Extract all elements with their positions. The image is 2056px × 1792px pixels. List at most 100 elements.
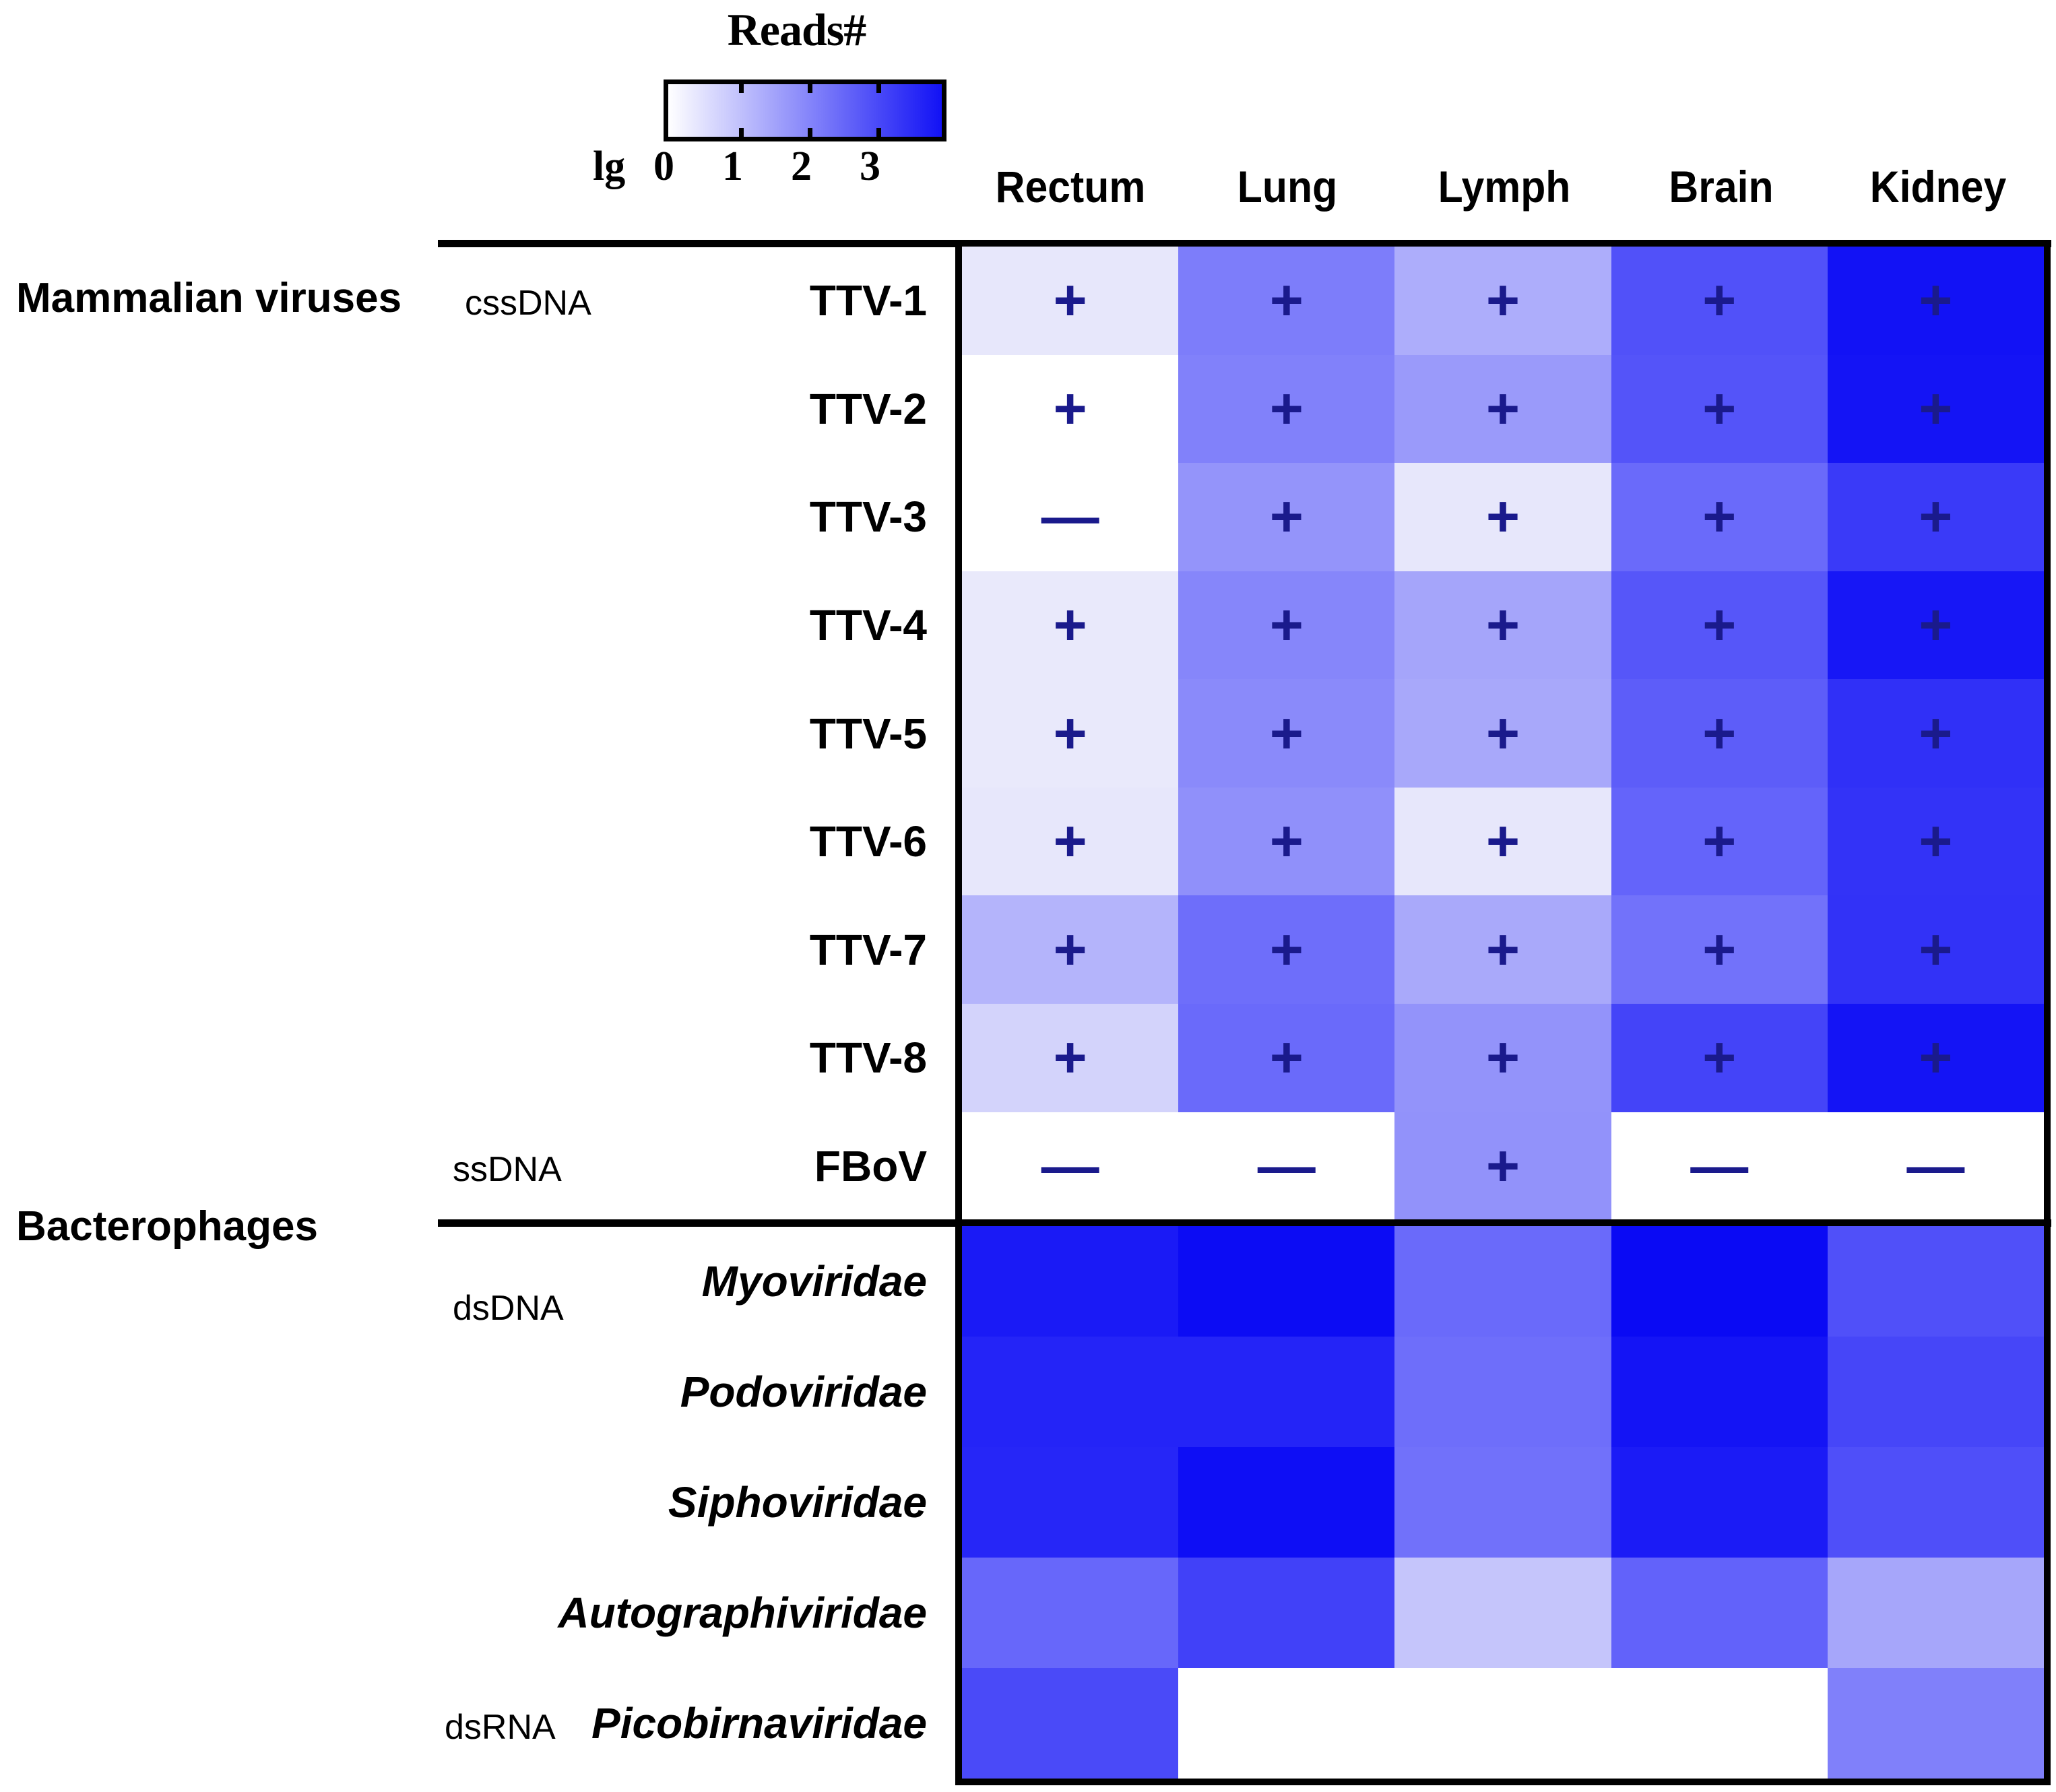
- heatmap-cell-ttv-7-lymph: +: [1394, 895, 1611, 1004]
- heatmap-cell-ttv-3-kidney: +: [1827, 463, 2045, 571]
- colorbar-tick-label-3: 3: [860, 143, 880, 189]
- column-header-lung: Lung: [1237, 162, 1338, 212]
- colorbar-log-label: lg: [593, 143, 626, 189]
- heatmap-row-ttv-3: —++++: [962, 463, 2045, 571]
- heatmap-cell-podoviridae-lung: [1178, 1337, 1395, 1447]
- cell-symbol-plus: +: [1485, 701, 1520, 766]
- cell-symbol-plus: +: [1919, 809, 1953, 874]
- heatmap-cell-autographiviridae-lymph: [1394, 1558, 1611, 1668]
- heatmap-row-podoviridae: [962, 1337, 2045, 1447]
- heatmap-cell-ttv-4-rectum: +: [962, 571, 1179, 680]
- heatmap-cell-picobirnaviridae-brain: [1611, 1668, 1828, 1779]
- heatmap-cell-myoviridae-rectum: [962, 1226, 1179, 1337]
- colorbar-tick-bottom-1: [739, 128, 744, 141]
- heatmap-cell-podoviridae-kidney: [1827, 1337, 2045, 1447]
- row-label-ttv-3: TTV-3: [809, 492, 927, 542]
- heatmap-cell-ttv-5-brain: +: [1611, 679, 1828, 788]
- heatmap-cell-myoviridae-lymph: [1394, 1226, 1611, 1337]
- cell-symbol-minus: —: [1690, 1133, 1749, 1198]
- heatmap-row-ttv-7: + + + + +: [962, 895, 2045, 1004]
- cell-symbol-plus: +: [1485, 809, 1520, 874]
- heatmap-row-ttv-4: +++++: [962, 571, 2045, 680]
- cell-symbol-plus: +: [1702, 376, 1737, 441]
- cell-symbol-plus: +: [1053, 592, 1087, 658]
- heatmap-cell-ttv-8-kidney: +: [1827, 1003, 2045, 1112]
- heatmap-cell-ttv-7-brain: +: [1611, 895, 1828, 1004]
- heatmap-cell-ttv-2-rectum: +: [962, 354, 1179, 463]
- cell-symbol-plus: +: [1485, 917, 1520, 982]
- heatmap-cell-ttv-8-lymph: +: [1394, 1003, 1611, 1112]
- cell-symbol-plus: +: [1269, 1025, 1304, 1091]
- cell-symbol-plus: +: [1269, 376, 1304, 441]
- cell-symbol-plus: +: [1269, 809, 1304, 874]
- heatmap-cell-ttv-5-lung: +: [1178, 679, 1395, 788]
- genome-type-cssdna: cssDNA: [465, 284, 591, 323]
- cell-symbol-plus: +: [1485, 1025, 1520, 1091]
- cell-symbol-plus: +: [1269, 484, 1304, 550]
- cell-symbol-plus: +: [1053, 701, 1087, 766]
- heatmap-cell-podoviridae-lymph: [1394, 1337, 1611, 1447]
- heatmap-cell-ttv-8-rectum: +: [962, 1003, 1179, 1112]
- row-label-podoviridae: Podoviridae: [680, 1368, 927, 1416]
- cell-symbol-plus: +: [1702, 701, 1737, 766]
- heatmap-cell-fbov-lung: —: [1178, 1112, 1395, 1221]
- group-label-bacterophages: Bacterophages: [16, 1203, 318, 1250]
- cell-symbol-plus: +: [1053, 917, 1087, 982]
- colorbar-tick-top-2: [808, 79, 812, 93]
- genome-type-ssdna: ssDNA: [453, 1150, 562, 1189]
- heatmap-cell-fbov-rectum: —: [962, 1112, 1179, 1221]
- heatmap-cell-myoviridae-kidney: [1827, 1226, 2045, 1337]
- heatmap-panel-mammalian-viruses: ++++++++++—+++++++++++++++++++++++++++++…: [955, 240, 2051, 1227]
- heatmap-cell-ttv-1-rectum: +: [962, 247, 1179, 355]
- heatmap-cell-podoviridae-brain: [1611, 1337, 1828, 1447]
- cell-symbol-plus: +: [1053, 268, 1087, 333]
- heatmap-row-ttv-1: +++++: [962, 247, 2045, 355]
- colorbar-tick-top-1: [739, 79, 744, 93]
- heatmap-cell-picobirnaviridae-lung: [1178, 1668, 1395, 1779]
- heatmap-cell-ttv-2-brain: +: [1611, 354, 1828, 463]
- colorbar-tick-label-2: 2: [791, 143, 812, 189]
- cell-symbol-plus: +: [1485, 268, 1520, 333]
- row-label-autographiviridae: Autographiviridae: [558, 1589, 927, 1637]
- cell-symbol-plus: +: [1919, 917, 1953, 982]
- heatmap-cell-ttv-3-lymph: +: [1394, 463, 1611, 571]
- cell-symbol-minus: —: [1041, 1133, 1099, 1198]
- cell-symbol-plus: +: [1485, 592, 1520, 658]
- heatmap-cell-ttv-8-lung: +: [1178, 1003, 1395, 1112]
- heatmap-row-ttv-5: +++++: [962, 679, 2045, 788]
- row-label-ttv-7: TTV-7: [809, 925, 927, 974]
- heatmap-cell-ttv-5-lymph: +: [1394, 679, 1611, 788]
- column-header-rectum: Rectum: [995, 162, 1146, 212]
- heatmap-cell-picobirnaviridae-rectum: [962, 1668, 1179, 1779]
- heatmap-cell-siphoviridae-kidney: [1827, 1447, 2045, 1558]
- cell-symbol-plus: +: [1485, 376, 1520, 441]
- row-label-ttv-8: TTV-8: [809, 1033, 927, 1083]
- cell-symbol-plus: +: [1053, 1025, 1087, 1091]
- heatmap-cell-ttv-6-rectum: +: [962, 787, 1179, 896]
- heatmap-cell-ttv-3-brain: +: [1611, 463, 1828, 571]
- heatmap-cell-ttv-1-brain: +: [1611, 247, 1828, 355]
- heatmap-row-ttv-2: +++++: [962, 354, 2045, 463]
- heatmap-cell-autographiviridae-kidney: [1827, 1558, 2045, 1668]
- cell-symbol-plus: +: [1702, 268, 1737, 333]
- heatmap-cell-ttv-7-lung: +: [1178, 895, 1395, 1004]
- cell-symbol-minus: —: [1257, 1133, 1316, 1198]
- cell-symbol-plus: +: [1702, 917, 1737, 982]
- cell-symbol-plus: +: [1269, 701, 1304, 766]
- cell-symbol-plus: +: [1053, 376, 1087, 441]
- cell-symbol-plus: +: [1269, 268, 1304, 333]
- heatmap-row-ttv-8: +++++: [962, 1003, 2045, 1112]
- colorbar-tick-label-0: 0: [653, 143, 674, 189]
- cell-symbol-plus: +: [1269, 592, 1304, 658]
- heatmap-cell-ttv-4-lymph: +: [1394, 571, 1611, 680]
- column-header-lymph: Lymph: [1438, 162, 1571, 212]
- heatmap-cell-autographiviridae-lung: [1178, 1558, 1395, 1668]
- colorbar: [664, 79, 946, 141]
- heatmap-cell-ttv-3-rectum: —: [962, 463, 1179, 571]
- cell-symbol-plus: +: [1053, 809, 1087, 874]
- column-header-kidney: Kidney: [1869, 162, 2007, 212]
- heatmap-cell-picobirnaviridae-kidney: [1827, 1668, 2045, 1779]
- column-header-brain: Brain: [1669, 162, 1774, 212]
- heatmap-cell-siphoviridae-rectum: [962, 1447, 1179, 1558]
